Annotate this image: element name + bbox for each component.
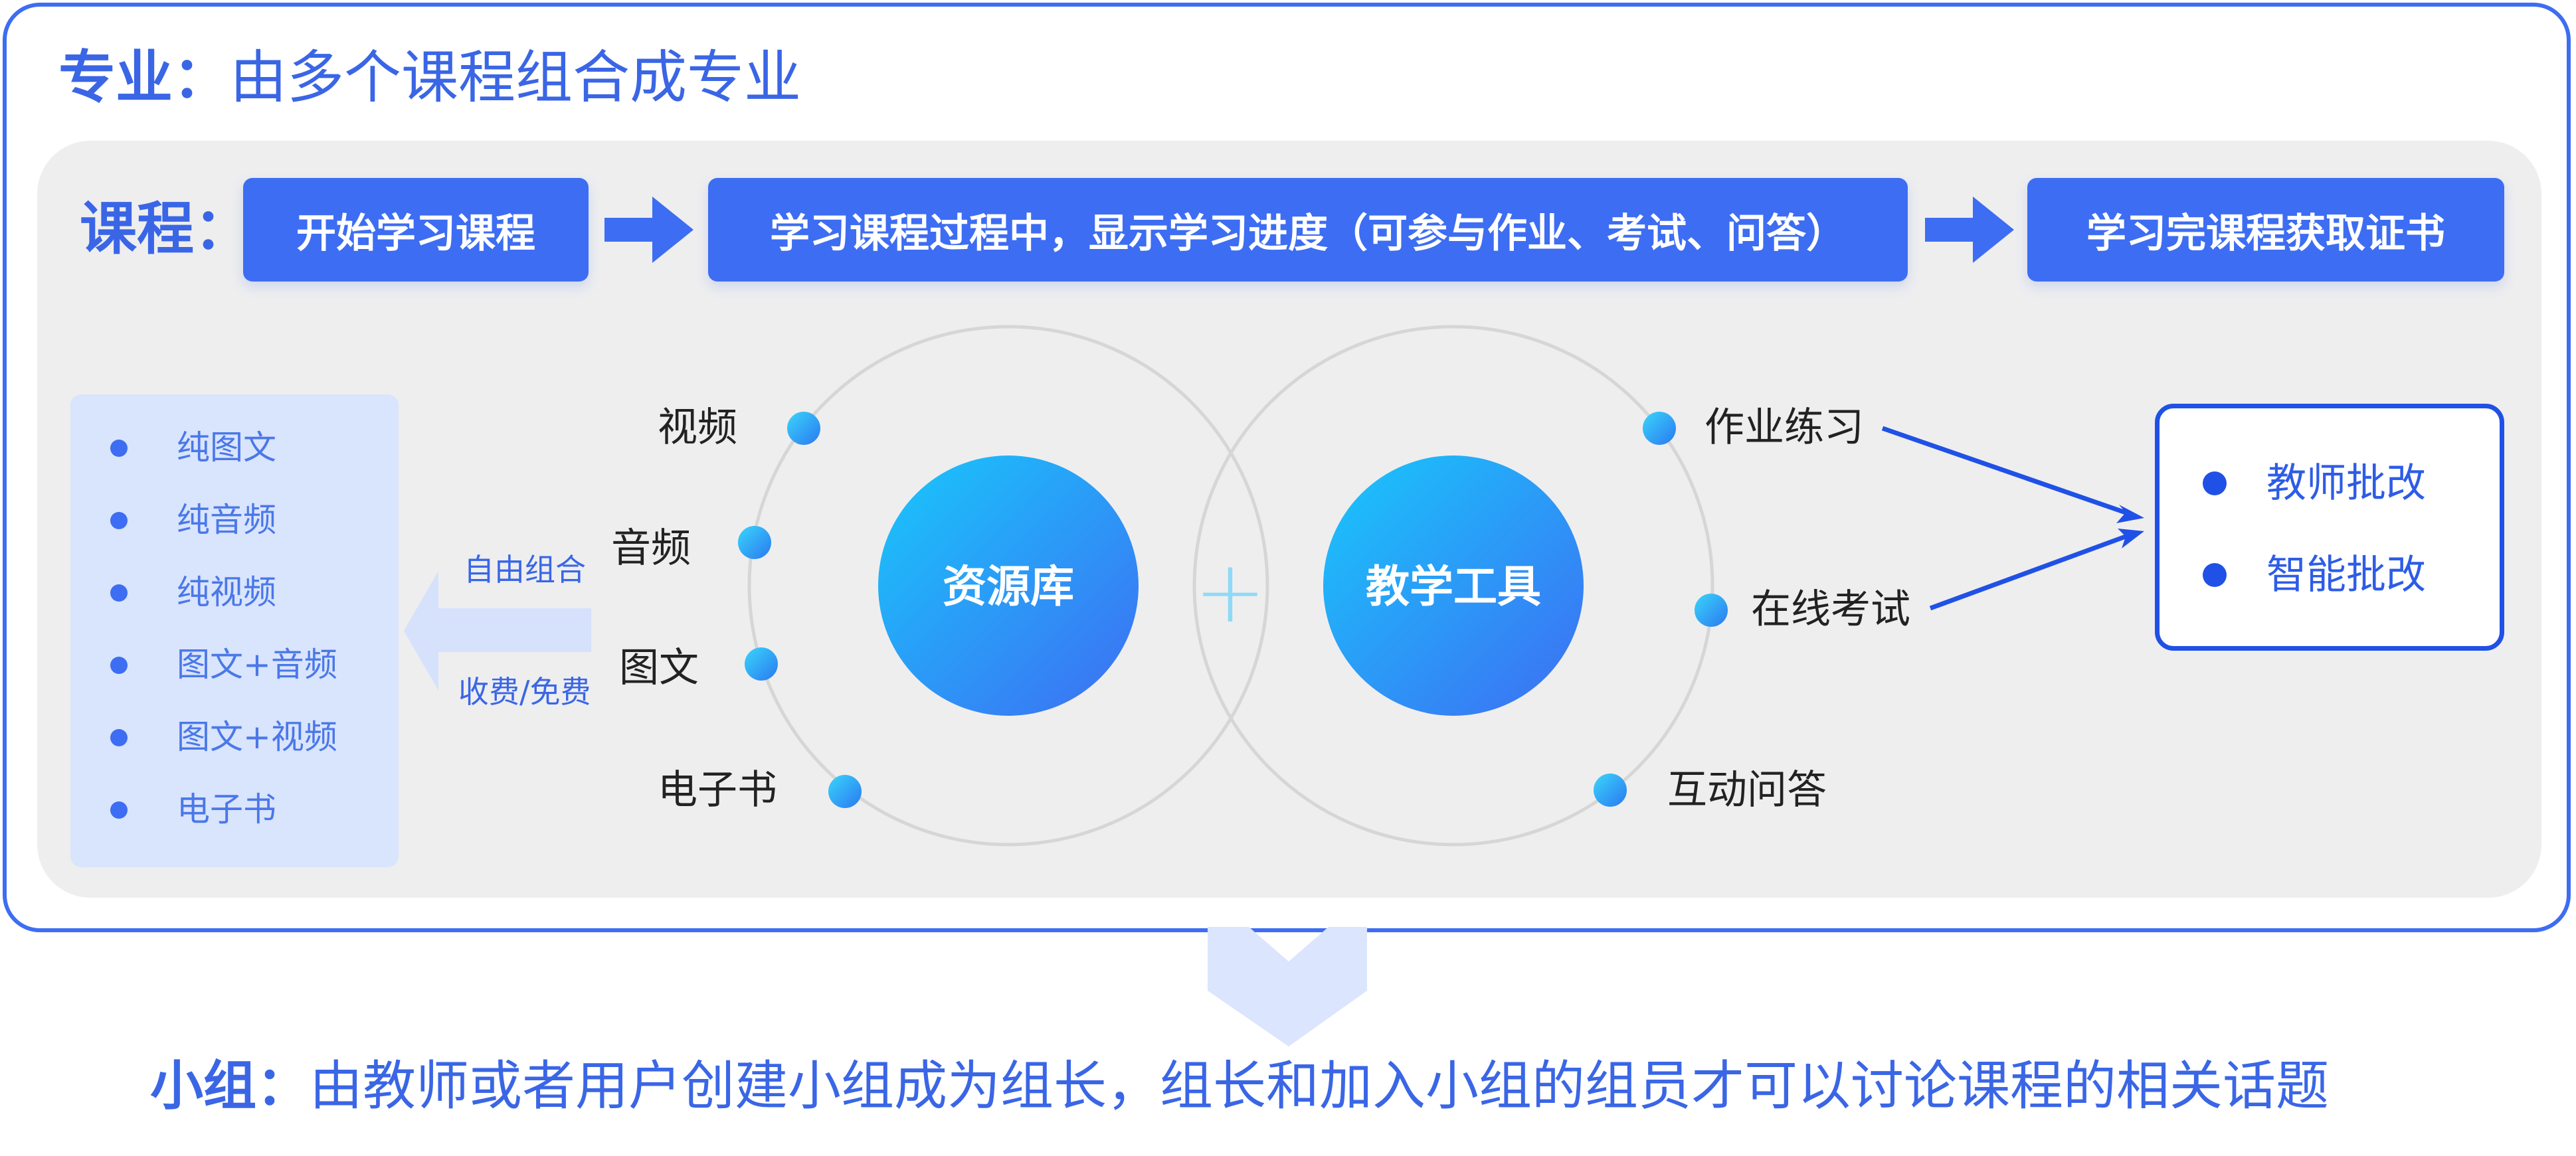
resource-type-item: 纯视频 <box>177 573 276 612</box>
arrowhead-icon <box>2118 529 2144 548</box>
library-node-ebook: 电子书 <box>658 767 777 813</box>
library-center-label: 资源库 <box>943 561 1074 612</box>
node-dot-video <box>787 412 820 445</box>
bullet-icon <box>110 801 128 819</box>
group-label: 小组： <box>150 1055 310 1117</box>
course-label: 课程： <box>80 196 251 262</box>
tools-ring <box>1192 325 1714 847</box>
resource-type-item: 纯图文 <box>177 428 276 467</box>
library-center-circle <box>878 455 1139 716</box>
node-dot-qa <box>1594 774 1627 807</box>
review-item-smart: 智能批改 <box>2266 552 2426 598</box>
bullet-icon <box>2203 471 2227 495</box>
library-ring <box>747 325 1269 847</box>
plus-icon: + <box>1194 541 1267 642</box>
chevron-down-icon <box>1208 927 1367 1046</box>
step-get-certificate: 学习完课程获取证书 <box>2027 178 2504 282</box>
bullet-icon <box>110 729 128 746</box>
library-node-text: 图文 <box>619 645 699 691</box>
major-label: 专业： <box>58 44 230 111</box>
review-box <box>2155 404 2504 651</box>
node-dot-audio <box>738 526 771 559</box>
bullet-icon <box>110 512 128 529</box>
node-dot-homework <box>1643 412 1676 445</box>
tool-node-homework: 作业练习 <box>1704 404 1864 451</box>
library-node-video: 视频 <box>658 404 737 451</box>
combo-label-free-combination: 自由组合 <box>464 552 586 588</box>
bullet-icon <box>110 584 128 602</box>
bullet-icon <box>2203 563 2227 587</box>
arrowhead-icon <box>2116 505 2144 523</box>
group-title: 小组：由教师或者用户创建小组成为组长，组长和加入小组的组员才可以讨论课程的相关话… <box>150 1052 2329 1121</box>
tools-center-label: 教学工具 <box>1366 561 1541 612</box>
major-description: 由多个课程组合成专业 <box>230 44 801 111</box>
tool-node-exam: 在线考试 <box>1751 586 1910 633</box>
resource-type-item: 图文+视频 <box>177 718 337 756</box>
arrow-right-icon <box>604 197 693 263</box>
step-start-course: 开始学习课程 <box>243 178 589 282</box>
combine-arrow-icon <box>404 571 591 691</box>
arrow-right-icon <box>1925 197 2014 263</box>
bullet-icon <box>110 657 128 674</box>
step-learning-progress: 学习课程过程中，显示学习进度（可参与作业、考试、问答） <box>708 178 1908 282</box>
review-connector-lines <box>1881 426 2127 611</box>
node-dot-exam <box>1695 594 1728 627</box>
tools-center-circle <box>1323 455 1584 716</box>
group-description: 由教师或者用户创建小组成为组长，组长和加入小组的组员才可以讨论课程的相关话题 <box>310 1055 2329 1117</box>
resource-types-panel <box>70 394 399 867</box>
library-node-audio: 音频 <box>611 525 691 572</box>
resource-type-item: 图文+音频 <box>177 645 337 684</box>
combo-label-paid-free: 收费/免费 <box>458 674 591 710</box>
major-title: 专业：由多个课程组合成专业 <box>58 41 801 114</box>
tool-node-qa: 互动问答 <box>1667 767 1827 813</box>
node-dot-ebook <box>828 775 862 808</box>
resource-type-item: 电子书 <box>177 790 276 829</box>
bullet-icon <box>110 440 128 457</box>
resource-type-item: 纯音频 <box>177 501 276 539</box>
review-item-teacher: 教师批改 <box>2266 460 2426 507</box>
node-dot-text <box>745 647 778 681</box>
